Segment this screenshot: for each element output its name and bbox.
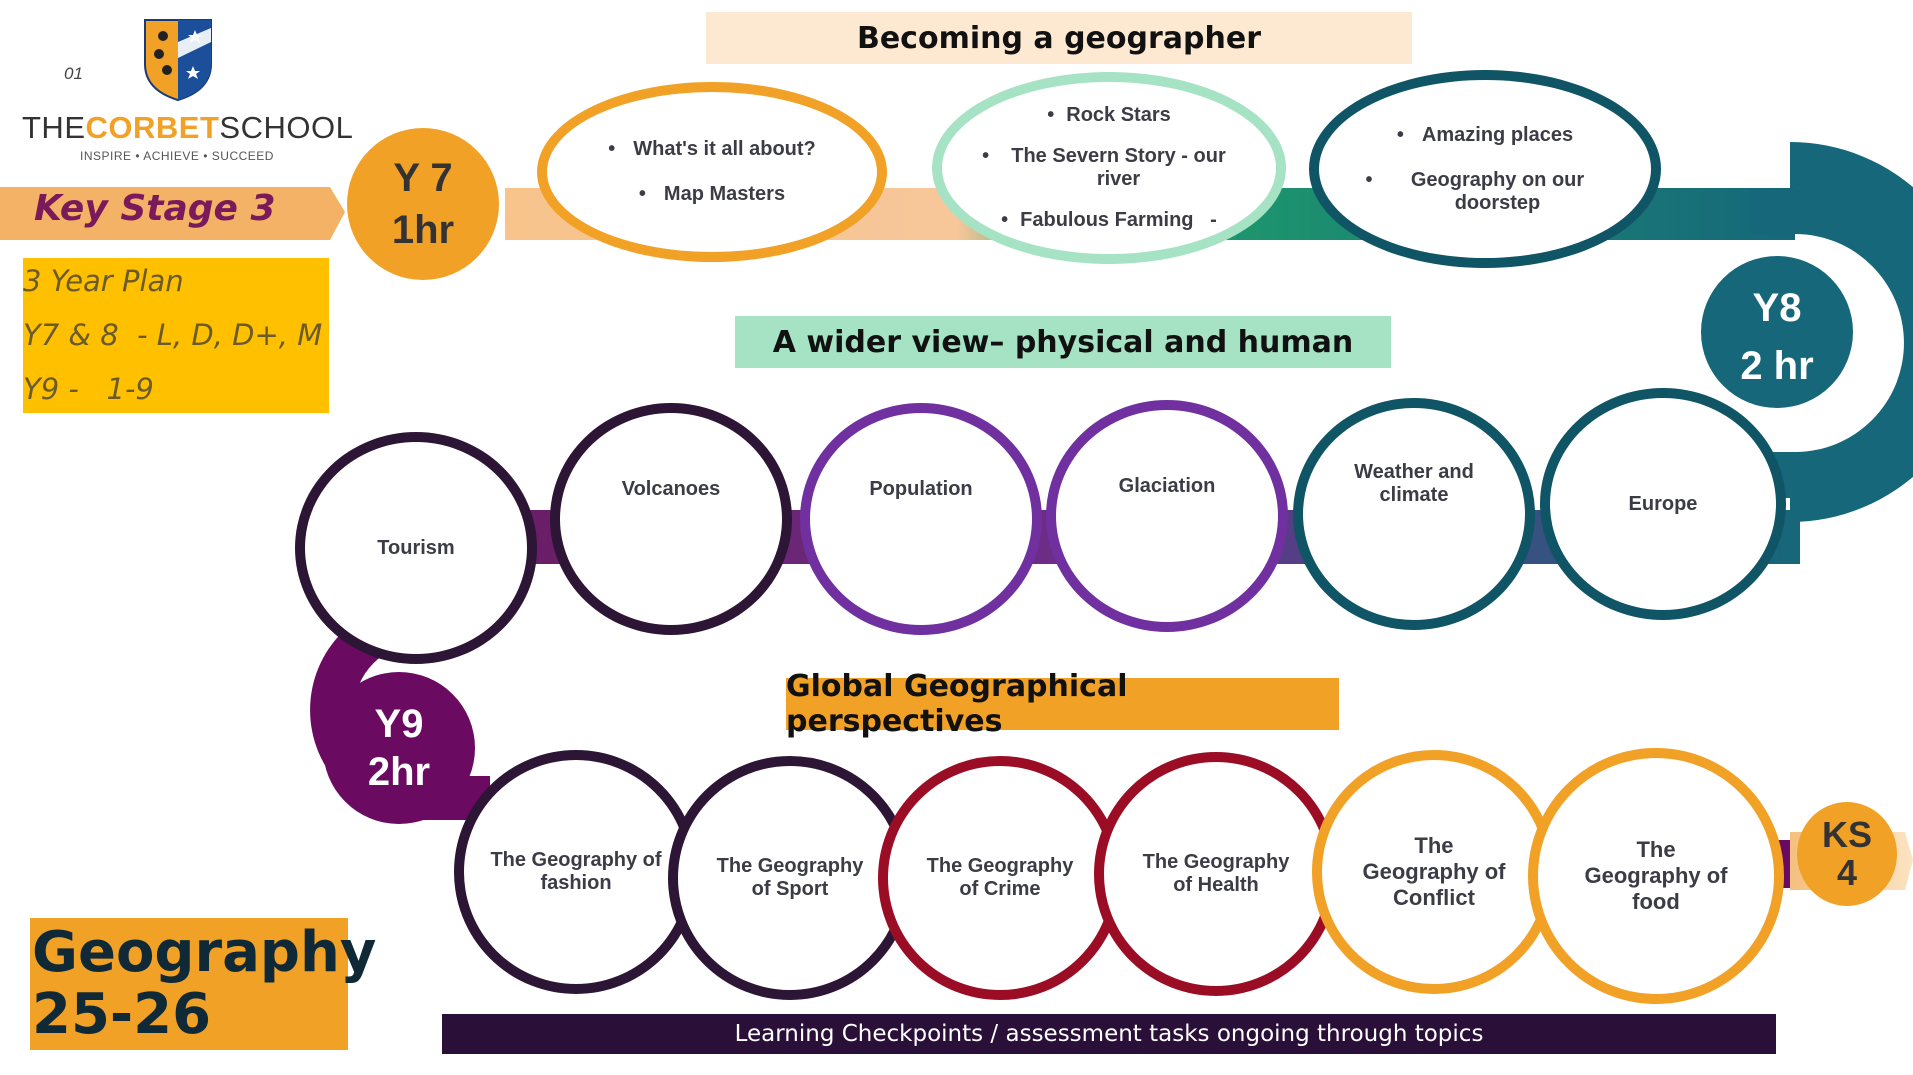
topic-label: The Geography of Health <box>1142 851 1290 896</box>
plan-line-1: 3 Year Plan <box>23 264 184 298</box>
school-name-the: THE <box>22 110 86 145</box>
topic-label: The Geography of Conflict <box>1362 833 1506 910</box>
curve-right-band <box>1750 188 1913 498</box>
row1-group-3-item: •Amazing places <box>1396 123 1574 146</box>
topic-label: The Geography of fashion <box>490 849 662 894</box>
year8-badge: Y8 2 hr <box>1701 256 1853 408</box>
topic-label: The Geography of Crime <box>926 855 1074 900</box>
school-name-school: SCHOOL <box>219 110 354 145</box>
key-stage-band <box>0 187 345 240</box>
row1-title: Becoming a geographer <box>706 12 1412 64</box>
row1-group-3-item: •Geography on our doorstep <box>1365 168 1585 214</box>
row3-topic-food: The Geography of food <box>1528 748 1784 1004</box>
topic-label: Weather and climate <box>1354 461 1474 506</box>
row1-group-2-item: •Rock Stars <box>1047 104 1171 126</box>
row2-topic-population: Population <box>800 403 1042 635</box>
row1-group-1: •What's it all about? •Map Masters <box>537 82 887 262</box>
year9-badge: Y9 2hr <box>323 672 475 824</box>
school-name-corbet: CORBET <box>85 110 220 145</box>
ks4-number: 4 <box>1836 852 1858 893</box>
school-tagline: INSPIRE • ACHIEVE • SUCCEED <box>80 149 274 163</box>
key-stage-label: Key Stage 3 <box>34 188 276 229</box>
subject-box: Geography 25-26 <box>30 918 376 1050</box>
footer-bar: Learning Checkpoints / assessment tasks … <box>442 1014 1776 1054</box>
year7-hours: 1hr <box>391 208 455 252</box>
row3-topic-conflict: The Geography of Conflict <box>1312 750 1556 994</box>
row1-group-3: •Amazing places •Geography on our doorst… <box>1309 70 1661 268</box>
plan-line-3: Y9 - 1-9 <box>23 372 154 406</box>
row1-group-1-item: •What's it all about? <box>608 138 816 160</box>
year9-hours: 2hr <box>367 750 431 794</box>
row3-topic-crime: The Geography of Crime <box>878 756 1122 1000</box>
subject-title: Geography <box>32 920 377 985</box>
plan-line-2: Y7 & 8 - L, D, D+, M <box>23 318 323 352</box>
year8-label: Y8 <box>1752 286 1802 330</box>
topic-label: Glaciation <box>1118 474 1216 497</box>
row3-topic-health: The Geography of Health <box>1094 752 1338 996</box>
topic-label: Population <box>869 477 973 500</box>
topic-label: Volcanoes <box>621 477 721 500</box>
row2-topic-tourism: Tourism <box>295 432 537 664</box>
topic-label: Europe <box>1628 492 1698 515</box>
row3-topic-fashion: The Geography of fashion <box>454 750 698 994</box>
topic-label: The Geography of food <box>1584 837 1728 914</box>
ks4-label: KS <box>1821 814 1872 856</box>
year8-hours: 2 hr <box>1740 344 1814 388</box>
page-number: 01 <box>64 64 83 83</box>
crest-icon <box>144 19 212 102</box>
row2-topic-europe: Europe <box>1540 388 1786 620</box>
row2-topic-weather: Weather and climate <box>1293 398 1535 630</box>
ks4-badge: KS 4 <box>1797 802 1897 906</box>
row1-group-2-item: •The Severn Story - our river <box>982 145 1226 190</box>
year7-label: Y 7 <box>393 156 453 200</box>
row3-topic-sport: The Geography of Sport <box>668 756 912 1000</box>
plan-box: 3 Year Plan Y7 & 8 - L, D, D+, M Y9 - 1-… <box>23 258 329 413</box>
school-crest <box>143 18 213 102</box>
row1-group-1-item: •Map Masters <box>638 183 786 205</box>
row3-title: Global Geographical perspectives <box>786 669 1339 739</box>
year9-label: Y9 <box>374 702 424 746</box>
row2-topic-volcanoes: Volcanoes <box>550 403 792 635</box>
row2-topic-glaciation: Glaciation <box>1046 400 1288 632</box>
row1-group-2-item: •Fabulous Farming - <box>1001 209 1217 231</box>
topic-label: Tourism <box>377 536 455 559</box>
row2-title: A wider view– physical and human <box>735 316 1391 368</box>
subject-year: 25-26 <box>32 982 212 1047</box>
year7-badge: Y 7 1hr <box>347 128 499 280</box>
topic-label: The Geography of Sport <box>716 855 864 900</box>
school-name: THECORBETSCHOOL <box>22 110 353 146</box>
row1-group-2: •Rock Stars •The Severn Story - our rive… <box>932 72 1286 264</box>
